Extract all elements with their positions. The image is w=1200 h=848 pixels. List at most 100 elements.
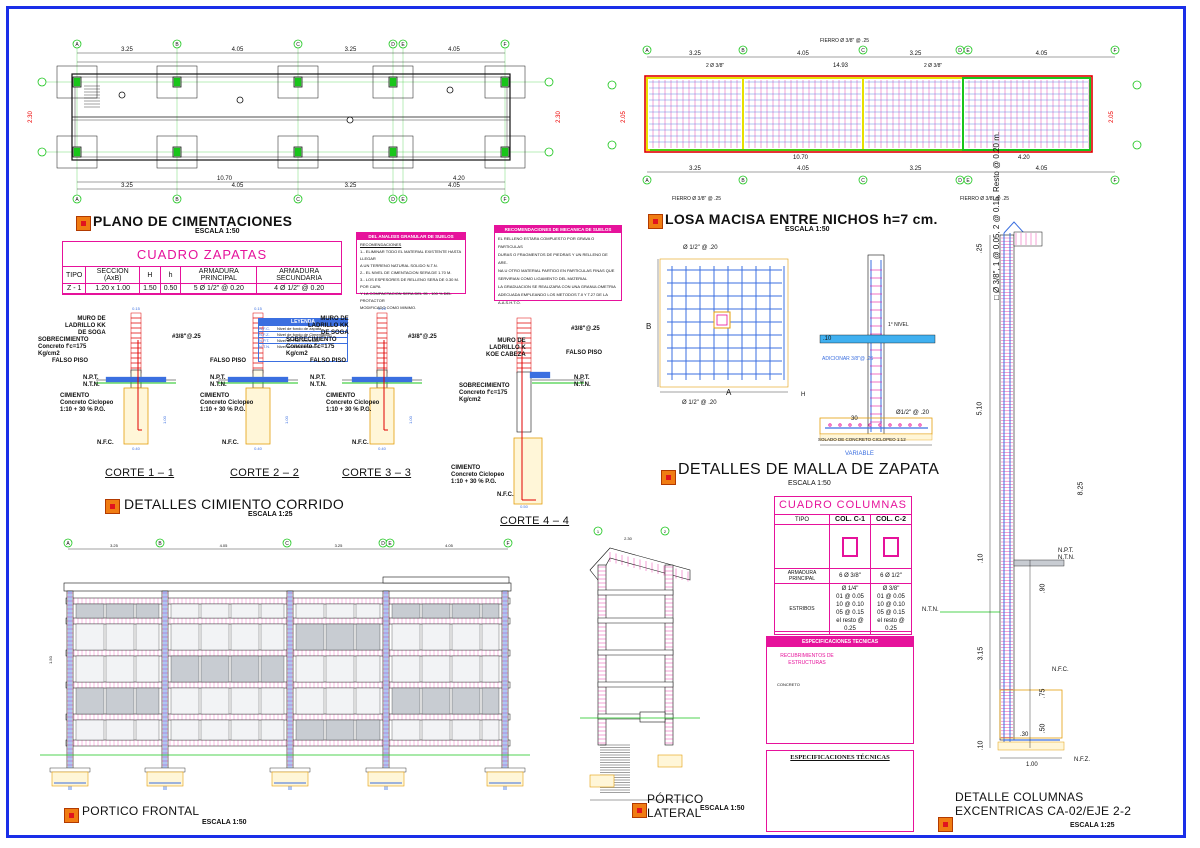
dimension-text: 4.05 [1036,51,1048,57]
axis-label: F [506,541,509,547]
cimiento [123,387,149,445]
column-fill [389,147,397,157]
axis-bubble [1132,80,1142,90]
footing-top [49,767,91,773]
beam [597,617,674,624]
corte-2-title: CORTE 2 – 2 [230,467,300,479]
leyenda-value: Nivel de fondo de zapata [277,326,322,331]
estribo-line: 05 @ 0.15 [877,610,905,616]
col-ntn: N.T.N. [1058,555,1075,561]
col-width: 1.00 [1026,762,1038,768]
masonry-panel [105,719,135,741]
list-item: N.P.T.Nivel de Piso terminado [259,337,347,343]
masonry-panel [75,603,105,619]
masonry-panel [295,719,325,741]
cut-marker [346,116,354,124]
brick [130,337,142,344]
masonry-panel [260,719,285,741]
estribo-line: el resto @ 0.25 [836,618,864,632]
footing-top [144,767,186,773]
label-cim-4: CIMIENTO Concreto Ciclopeo 1:10 + 30 % P… [451,465,505,485]
dimension-text: 4.05 [1036,166,1048,172]
column-section [867,254,885,436]
brick [130,317,142,324]
malla-10-label: .10 [823,336,832,342]
solado [997,741,1065,751]
axis-bubble [155,538,165,548]
axis-label: E [401,42,405,48]
axis-label: D [391,42,395,48]
column-section-c2 [870,524,912,569]
zapata [156,65,198,99]
malla-nivel-label: 1° NIVEL [888,322,909,328]
leyenda-box: LEYENDA N.F.C.Nivel de fondo de zapata N… [258,318,348,362]
brick [252,362,264,369]
title-portico-lateral-2: LATERAL [647,806,702,820]
column-fill [73,147,81,157]
table-row: TIPO SECCION (AxB) H h ARMADURA PRINCIPA… [61,266,342,284]
masonry-panel [105,687,135,715]
axis-label: D [958,48,962,54]
title-portico-frontal: PORTICO FRONTAL [82,804,200,818]
table-cell: Z - 1 [61,283,87,294]
dimension-text: 2.30 [624,536,633,541]
axis-label: 2 [664,529,667,534]
masonry-panel [105,603,135,619]
masonry-panel [421,655,451,683]
axis-bubble [738,175,748,185]
table-row: ESTRIBOS Ø 1/4" 01 @ 0.05 10 @ 0.10 05 @… [773,583,912,635]
dimension-text: 4.05 [220,543,229,548]
table-cell: ESTRIBOS [773,583,831,635]
axis-label: B [741,48,745,54]
rebar-dot [868,423,872,427]
label-nfc-1: N.F.C. [97,440,114,446]
masonry-panel [481,603,500,619]
masonry-panel [481,687,500,715]
leyenda-key: N.P.T. [259,338,270,343]
brick [376,312,388,319]
label-acero-1: #3/8"@.25 [172,334,201,340]
estribo-line: Ø 3/8" [882,586,900,592]
masonry-panel [421,719,451,741]
axis-label: F [503,197,506,203]
label-ntn-1: N.T.N. [83,382,100,388]
label-muro-3: MURO DE LADRILLO KK DE SOGA [308,316,349,336]
table-cell: 4 Ø 1/2" @ 0.20 [256,283,342,294]
masonry-panel [105,655,135,683]
dimension-text: 0.40 [132,446,141,451]
rebar-dot [838,423,842,427]
table-cell: 6 Ø 3/8" [829,568,871,584]
plano-d420: 4.20 [453,176,465,182]
masonry-panel [451,687,481,715]
malla-adicional-label: ADICIONAR 3/8"@ .25 [822,356,874,362]
col-ntn-2: N.T.N. [922,607,939,613]
note-line: NA U OTRO MATERIAL PARTIDO EN PARTICULAS… [498,268,615,273]
col-nfz: N.F.Z. [1074,757,1090,763]
masonry-panel [260,687,285,715]
masonry-panel [421,603,451,619]
masonry-panel [451,623,481,651]
axis-label: F [1113,178,1116,184]
table-header: h [159,266,182,284]
falso-piso [351,376,413,383]
zapata [156,135,198,169]
dimension-text: 3.25 [689,166,701,172]
zapata [484,65,526,99]
dimension-text: 4.05 [232,47,244,53]
column [286,590,294,770]
masonry-panel [230,719,260,741]
scale-portico-lateral: ESCALA 1:50 [700,805,745,812]
table-header: SECCION (AxB) [85,266,141,284]
estribo-line: Ø 1/4" [841,586,859,592]
cimiento [369,387,395,445]
footing [51,771,89,787]
dimension-text: 3.25 [689,51,701,57]
col-d50: .50 [1039,723,1047,734]
column-fill [389,77,397,87]
column-fill [501,77,509,87]
title-malla: DETALLES DE MALLA DE ZAPATA [678,461,940,478]
axis-bubble [660,526,670,536]
losa-fierro-bot-2: FIERRO Ø 3/8" @ .25 [960,196,1010,202]
axis-label: B [741,178,745,184]
